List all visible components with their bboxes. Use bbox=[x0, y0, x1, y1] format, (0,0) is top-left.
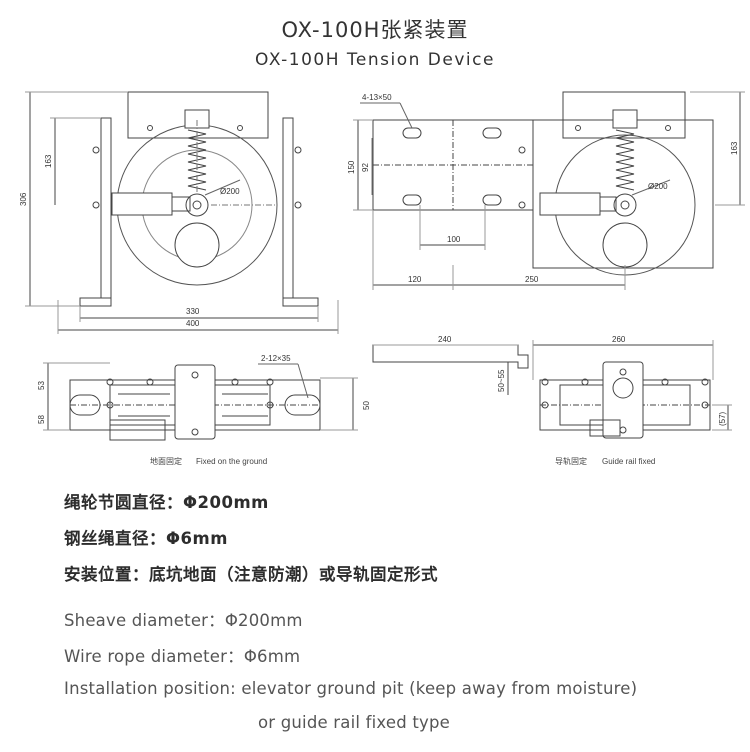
title-chinese: OX-100H张紧装置 bbox=[281, 18, 469, 42]
dim-dia-right: Ø200 bbox=[648, 182, 668, 191]
spec-rope-cn: 钢丝绳直径：Φ6mm bbox=[64, 529, 228, 548]
dim-50-55: 50~55 bbox=[497, 369, 506, 392]
dim-2-holes: 2-12×35 bbox=[261, 354, 291, 363]
dim-260: 260 bbox=[612, 335, 626, 344]
dim-250: 250 bbox=[525, 275, 539, 284]
title-english: OX-100H Tension Device bbox=[255, 50, 495, 70]
spec-install-en: Installation position: elevator ground p… bbox=[64, 679, 638, 698]
dim-150: 150 bbox=[347, 160, 356, 174]
dim-163-right: 163 bbox=[730, 141, 739, 155]
dim-4-holes: 4-13×50 bbox=[362, 93, 392, 102]
caption-rail-en: Guide rail fixed bbox=[602, 457, 655, 466]
dim-240: 240 bbox=[438, 335, 452, 344]
technical-drawing: 306 163 Ø200 330 400 4-13×50 150 92 100 … bbox=[19, 91, 745, 466]
top-view-rail bbox=[372, 340, 732, 439]
top-view-ground bbox=[43, 362, 358, 441]
dim-dia-left: Ø200 bbox=[220, 187, 240, 196]
dim-163-left: 163 bbox=[44, 154, 53, 168]
spec-install-en-cont: or guide rail fixed type bbox=[258, 713, 450, 732]
dimension-labels: 306 163 Ø200 330 400 4-13×50 150 92 100 … bbox=[19, 93, 739, 426]
dim-306: 306 bbox=[19, 192, 28, 206]
view-captions: 地面固定 Fixed on the ground 导轨固定 Guide rail… bbox=[150, 456, 655, 466]
caption-rail-cn: 导轨固定 bbox=[555, 456, 587, 466]
dim-100: 100 bbox=[447, 235, 461, 244]
front-view-ground bbox=[25, 91, 339, 334]
dim-58: 58 bbox=[37, 415, 46, 424]
front-view-rail bbox=[353, 91, 745, 290]
dim-330: 330 bbox=[186, 307, 200, 316]
spec-rope-en: Wire rope diameter：Φ6mm bbox=[64, 647, 301, 666]
dim-400: 400 bbox=[186, 319, 200, 328]
dim-50: 50 bbox=[362, 401, 371, 410]
caption-ground-en: Fixed on the ground bbox=[196, 457, 267, 466]
spec-install-cn: 安装位置：底坑地面（注意防潮）或导轨固定形式 bbox=[64, 565, 438, 584]
dim-57: (57) bbox=[718, 411, 727, 426]
dim-92: 92 bbox=[361, 163, 370, 172]
spec-sheave-en: Sheave diameter：Φ200mm bbox=[64, 611, 303, 630]
spec-sheave-cn: 绳轮节圆直径：Φ200mm bbox=[64, 493, 269, 512]
dim-120: 120 bbox=[408, 275, 422, 284]
dim-53: 53 bbox=[37, 381, 46, 390]
caption-ground-cn: 地面固定 bbox=[150, 456, 182, 466]
